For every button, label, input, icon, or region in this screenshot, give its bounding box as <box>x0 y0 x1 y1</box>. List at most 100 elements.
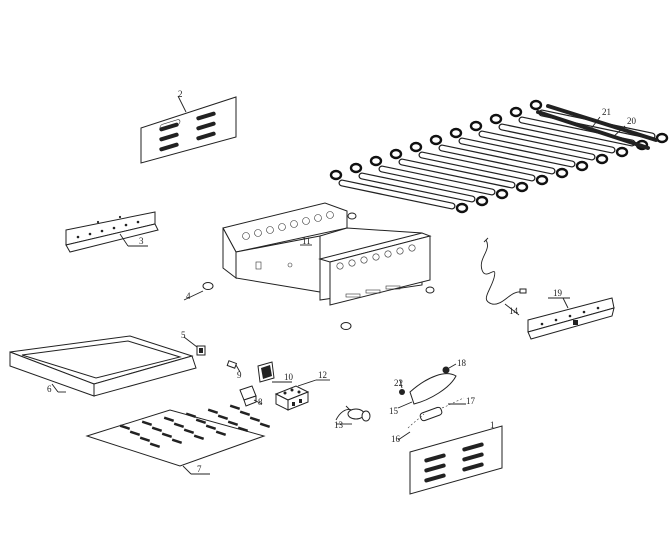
label-12: 12 <box>318 370 327 380</box>
heating-tube-inner <box>359 173 475 202</box>
vent-slot <box>149 442 161 448</box>
part-19-bracket: 19 <box>527 288 615 340</box>
tube-grommet <box>475 195 489 207</box>
vent-slot <box>217 414 229 420</box>
heating-tube-inner <box>439 145 555 174</box>
label-13: 13 <box>334 420 344 430</box>
vent-slot <box>249 416 261 422</box>
vent-slot <box>173 422 185 428</box>
tube-grommet <box>389 148 403 160</box>
label-9: 9 <box>237 370 242 380</box>
part-11-main-body: 11 <box>222 202 435 330</box>
part-9-knob: 9 <box>226 360 242 380</box>
heating-tube-inner <box>379 166 495 195</box>
part-5-switch: 5 <box>181 330 206 356</box>
label-5: 5 <box>181 330 186 340</box>
vent-slot <box>119 424 131 430</box>
part-20-21-heating-tubes <box>329 99 669 214</box>
label-3: 3 <box>139 236 144 246</box>
label-11: 11 <box>302 236 311 246</box>
tube-grommet <box>595 153 609 165</box>
part-2-vent-panel: 2 <box>140 89 237 164</box>
vent-slot <box>129 430 141 436</box>
part-13-thermostat: 13 <box>334 405 371 430</box>
part-14-cable: 14 <box>480 237 527 316</box>
part-4-foot: 4 <box>183 282 214 301</box>
part-8-connector: 8 <box>239 385 263 407</box>
vent-slot <box>205 424 217 430</box>
part-16-wire: 16 <box>391 413 425 444</box>
part-6-tray: 6 <box>9 335 197 397</box>
label-22: 22 <box>394 378 403 388</box>
tube-grommet <box>469 120 483 132</box>
vent-slot <box>229 404 241 410</box>
part-7-bottom-panel: 7 <box>85 404 271 475</box>
heating-tube-inner <box>399 159 515 188</box>
tube-grommet <box>529 99 543 111</box>
vent-slot <box>227 420 239 426</box>
heating-tube-inner <box>339 180 455 209</box>
label-1: 1 <box>490 420 495 430</box>
tube-grommet <box>509 106 523 118</box>
vent-slot <box>185 412 197 418</box>
label-14: 14 <box>509 306 519 316</box>
label-10: 10 <box>284 372 294 382</box>
heating-tube-long <box>536 110 650 150</box>
label-19: 19 <box>553 288 563 298</box>
label-16: 16 <box>391 434 401 444</box>
vent-slot <box>161 432 173 438</box>
heating-tube-inner <box>459 138 575 167</box>
tube-grommet <box>369 155 383 167</box>
vent-slot <box>193 434 205 440</box>
heating-tube-inner <box>519 117 635 146</box>
tube-grommet <box>495 188 509 200</box>
label-21: 21 <box>602 107 611 117</box>
vent-slot <box>183 428 195 434</box>
tube-grommet <box>615 146 629 158</box>
tube-grommet <box>515 181 529 193</box>
heating-tube-inner <box>479 131 595 160</box>
heating-tube-long <box>546 104 658 142</box>
label-18: 18 <box>457 358 467 368</box>
tube-grommet <box>489 113 503 125</box>
tube-grommet <box>555 167 569 179</box>
tube-grommet <box>655 132 669 144</box>
label-17: 17 <box>466 396 476 406</box>
vent-slot <box>207 408 219 414</box>
tube-grommet <box>575 160 589 172</box>
label-15: 15 <box>389 406 399 416</box>
part-10-filter: 10 <box>257 361 294 383</box>
tube-grommet <box>349 162 363 174</box>
tube-grommet <box>455 202 469 214</box>
part-12-terminal-block: 12 <box>274 370 330 411</box>
heating-tube-inner <box>499 124 615 153</box>
vent-slot <box>259 422 271 428</box>
vent-slot <box>139 436 151 442</box>
label-6: 6 <box>47 384 52 394</box>
vent-slot <box>237 426 249 432</box>
tube-grommet <box>329 169 343 181</box>
tube-grommet <box>535 174 549 186</box>
label-7: 7 <box>197 464 202 474</box>
vent-slot <box>239 410 251 416</box>
vent-slot <box>141 420 153 426</box>
vent-slot <box>163 416 175 422</box>
part-18-nut: 18 <box>442 358 467 374</box>
label-20: 20 <box>627 116 637 126</box>
label-4: 4 <box>186 291 191 301</box>
tube-grommet <box>429 134 443 146</box>
part-22-nut: 22 <box>394 378 405 395</box>
part-15-plate: 15 <box>389 373 457 416</box>
vent-slot <box>195 418 207 424</box>
part-1-vent-panel: 1 <box>409 420 503 495</box>
tube-grommet <box>409 141 423 153</box>
label-2: 2 <box>178 89 183 99</box>
vent-slot <box>171 438 183 444</box>
part-3-bracket: 3 <box>65 211 159 253</box>
tube-grommet <box>449 127 463 139</box>
vent-slot <box>215 430 227 436</box>
heating-tube-inner <box>419 152 535 181</box>
part-17-sensor: 17 <box>419 396 476 422</box>
vent-slot <box>151 426 163 432</box>
